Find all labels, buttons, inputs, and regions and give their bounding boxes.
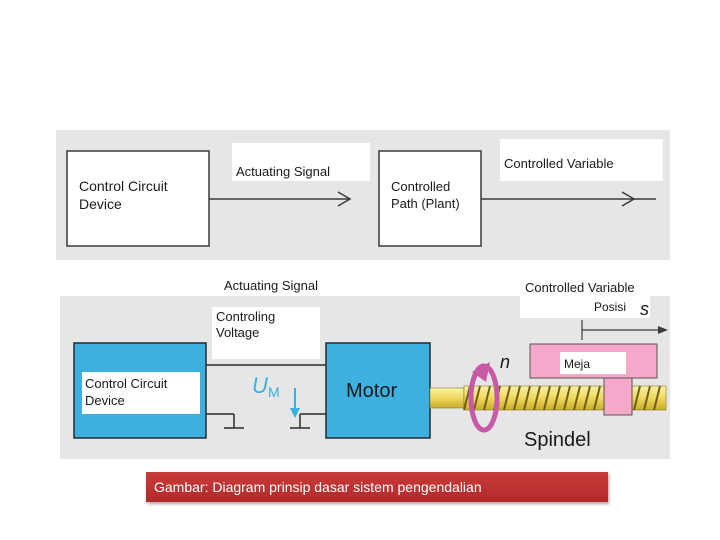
actuating-signal-label: Actuating Signal (224, 278, 318, 293)
controlled-variable-box (520, 278, 650, 318)
block2-line1: Controlled (391, 179, 450, 194)
block2-line2: Path (Plant) (391, 196, 460, 211)
controlling-voltage-box (212, 307, 320, 359)
control-device-label-box (82, 372, 200, 414)
output-label-box (500, 139, 663, 181)
um-subscript: M (268, 384, 280, 400)
output-label: Controlled Variable (504, 156, 614, 171)
rotation-arrowhead (472, 362, 490, 382)
arrowhead (337, 191, 352, 207)
posisi-label: Posisi (594, 300, 626, 314)
arrowhead (621, 191, 636, 207)
figure-caption: Gambar: Diagram prinsip dasar sistem pen… (146, 472, 608, 502)
um-arrowhead (290, 408, 300, 418)
plant-block (378, 150, 482, 247)
block1-line1: Control Circuit (79, 178, 168, 194)
controlling-voltage-line1: Controling (216, 309, 275, 324)
controlled-variable-label: Controlled Variable (525, 280, 635, 295)
um-label: U (252, 373, 268, 398)
signal-label: Actuating Signal (236, 164, 330, 179)
motor-label: Motor (346, 380, 397, 402)
control-device-line1: Control Circuit (85, 376, 168, 391)
controlling-voltage-line2: Voltage (216, 325, 259, 340)
meja-label: Meja (564, 357, 590, 371)
block1-line2: Device (79, 196, 122, 212)
meja-nut (603, 377, 633, 416)
control-device-block (66, 150, 210, 247)
motor-shaft (429, 387, 465, 409)
posisi-arrowhead (658, 326, 668, 334)
s-symbol: s (640, 299, 649, 319)
motor-block (325, 342, 431, 439)
signal-label-box (232, 143, 370, 181)
meja-label-box (560, 352, 626, 374)
spindel-label: Spindel (524, 429, 591, 451)
control-device-line2: Device (85, 393, 125, 408)
n-symbol: n (500, 352, 510, 372)
